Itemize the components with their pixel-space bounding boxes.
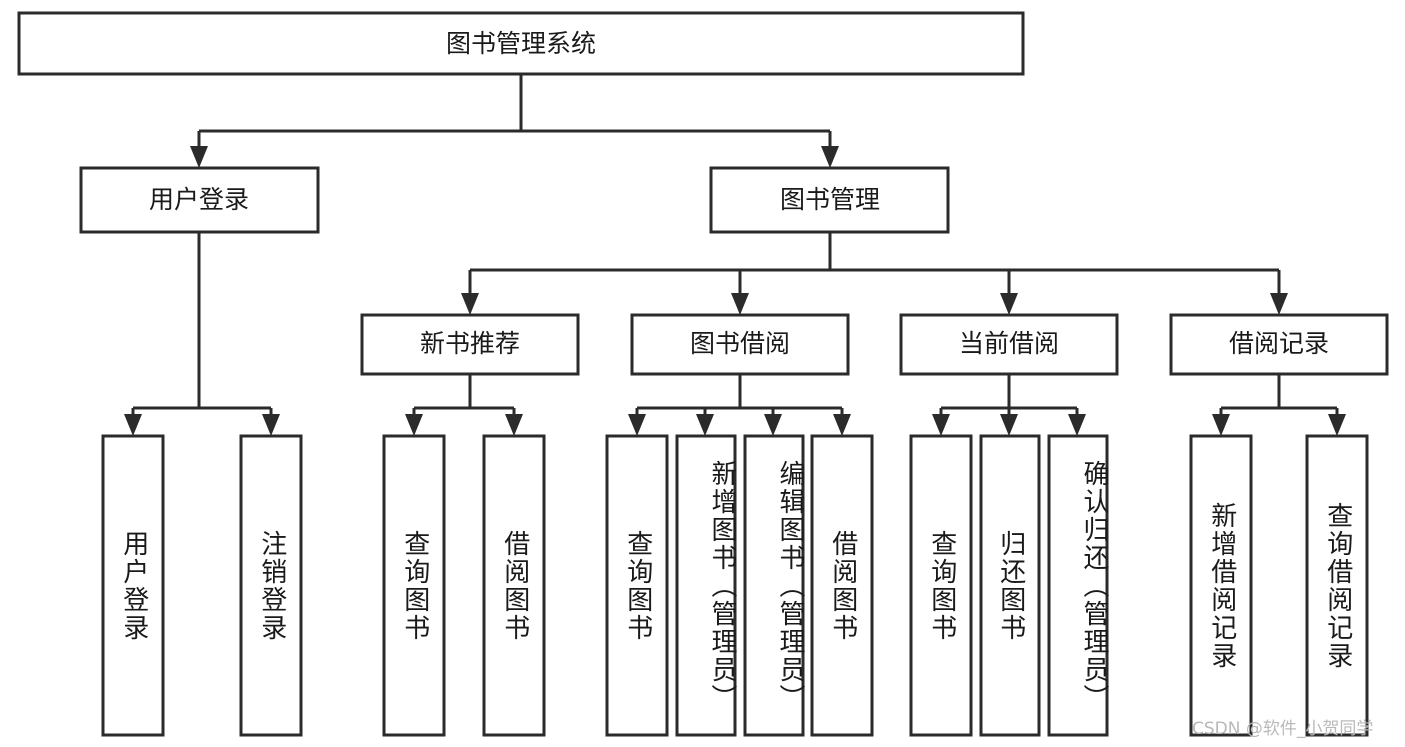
arrow-head-user-login [190,146,208,168]
arrow-head-leaf-query-book-3 [932,414,950,436]
leaf-user-login-box[interactable] [101,434,165,737]
leaf-query-book-2-label: 查询图书 [622,529,653,642]
node-book-manage-box[interactable] [709,166,950,234]
node-current-borrow-label: 当前借阅 [959,329,1059,358]
connectors-user-login-to-leaves [124,232,280,436]
arrow-head-leaf-query-book-1 [405,414,423,436]
connectors-book-manage-to-level3 [461,232,1288,315]
leaf-query-borrow-record-box[interactable] [1305,434,1369,737]
watermark-text: CSDN @软件_小贺同学 [1192,719,1374,739]
arrow-head-leaf-edit-book-admin [764,414,782,436]
node-root[interactable]: 图书管理系统 [17,11,1025,76]
arrow-head-leaf-add-book-admin [696,414,714,436]
leaf-return-book-label: 归还图书 [995,529,1026,642]
leaf-logout-login-label: 注销登录 [256,529,287,642]
leaf-borrow-book-2-box[interactable] [810,434,874,737]
node-borrow-record[interactable]: 借阅记录 [1169,313,1389,376]
leaf-add-borrow-record-label: 新增借阅记录 [1206,501,1237,670]
node-new-book-recommend[interactable]: 新书推荐 [360,313,580,376]
leaf-borrow-book-1-label: 借阅图书 [499,529,530,642]
leaf-borrow-book-1-box[interactable] [482,434,546,737]
node-book-borrow[interactable]: 图书借阅 [630,313,850,376]
node-new-book-recommend-label: 新书推荐 [420,329,520,358]
leaf-query-book-3-box[interactable] [909,434,973,737]
node-user-login-box[interactable] [79,166,320,234]
leaf-borrow-book-2-label: 借阅图书 [827,529,858,642]
arrow-head-leaf-user-login [124,414,142,436]
node-new-book-recommend-box[interactable] [360,313,580,376]
arrow-head-leaf-borrow-book-1 [505,414,523,436]
node-book-borrow-box[interactable] [630,313,850,376]
leaf-query-book-3-label: 查询图书 [926,529,957,642]
leaf-user-login-label: 用户登录 [118,529,149,642]
arrow-head-leaf-return-book [1000,414,1018,436]
node-user-login[interactable]: 用户登录 [79,166,320,234]
node-book-manage-label: 图书管理 [780,185,880,214]
leaf-add-book-admin-box[interactable] [675,434,737,737]
arrow-head-book-borrow [731,293,749,315]
arrow-head-leaf-confirm-return-admin [1068,414,1086,436]
node-book-manage[interactable]: 图书管理 [709,166,950,234]
leaf-add-book-admin-label: 新增图书（管理员） [707,459,737,712]
arrow-head-new-book-recommend [461,293,479,315]
arrow-head-leaf-query-borrow-record [1328,414,1346,436]
leaf-edit-book-admin-label: 编辑图书（管理员） [775,459,805,712]
node-current-borrow-box[interactable] [899,313,1119,376]
arrow-head-leaf-query-book-2 [628,414,646,436]
connectors-borrow-record-to-leaves [1212,374,1346,436]
node-user-login-label: 用户登录 [149,185,249,214]
node-root-box[interactable] [17,11,1025,76]
node-book-borrow-label: 图书借阅 [690,329,790,358]
leaf-confirm-return-admin-box[interactable] [1047,434,1109,737]
leaf-return-book-box[interactable] [979,434,1041,737]
leaf-boxes [101,434,1369,737]
leaf-query-book-1-label: 查询图书 [399,529,430,642]
arrow-head-borrow-record [1270,293,1288,315]
leaf-logout-login-box[interactable] [239,434,303,737]
node-root-label: 图书管理系统 [446,29,596,58]
leaf-add-borrow-record-box[interactable] [1189,434,1253,737]
arrow-head-leaf-borrow-book-2 [833,414,851,436]
leaf-edit-book-admin-box[interactable] [743,434,805,737]
arrow-head-book-manage [821,146,839,168]
leaf-query-book-2-box[interactable] [605,434,669,737]
node-borrow-record-box[interactable] [1169,313,1389,376]
leaf-query-book-1-box[interactable] [382,434,446,737]
arrow-head-leaf-add-borrow-record [1212,414,1230,436]
arrow-head-leaf-logout-login [262,414,280,436]
connectors-level1-to-level2 [190,74,839,168]
leaf-confirm-return-admin-label: 确认归还（管理员） [1079,459,1109,712]
connectors-current-borrow-to-leaves [932,374,1086,436]
node-borrow-record-label: 借阅记录 [1229,329,1329,358]
node-current-borrow[interactable]: 当前借阅 [899,313,1119,376]
leaf-query-borrow-record-label: 查询借阅记录 [1322,501,1353,670]
connectors-new-book-recommend-to-leaves [405,374,523,436]
arrow-head-current-borrow [1000,293,1018,315]
connectors-book-borrow-to-leaves [628,374,851,436]
